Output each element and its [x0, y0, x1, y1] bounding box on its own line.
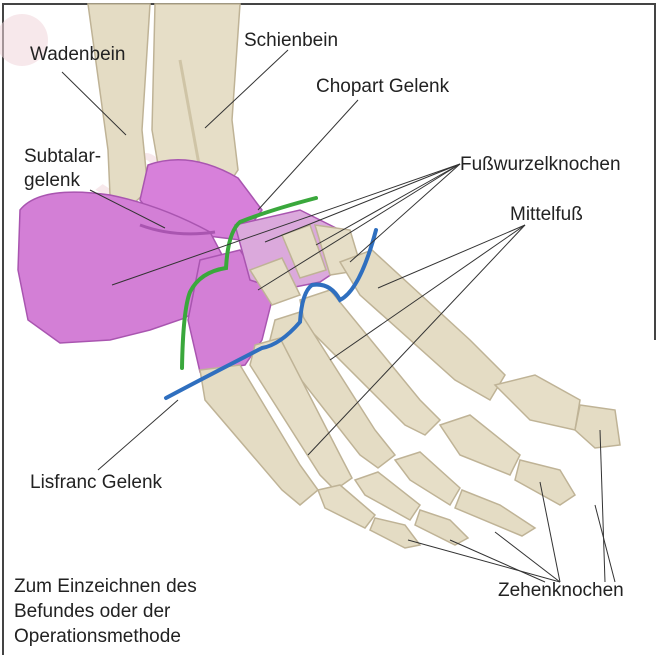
- toe-3-distal: [455, 490, 535, 536]
- toe-2-proximal: [440, 415, 520, 475]
- toe-4-distal: [415, 510, 468, 545]
- label-zehenknochen: Zehenknochen: [498, 580, 624, 602]
- leader-chopart: [258, 100, 358, 210]
- label-chopart-gelenk: Chopart Gelenk: [316, 76, 449, 98]
- leader-zehen-1: [408, 540, 560, 582]
- toe-1-proximal: [495, 375, 580, 430]
- toe-5-distal: [370, 518, 420, 548]
- leader-zehen-6: [450, 540, 545, 582]
- label-fusswurzelknochen: Fußwurzelknochen: [460, 154, 621, 176]
- toe-1-distal: [575, 405, 620, 448]
- leader-fusswurzel-4: [350, 164, 460, 262]
- label-wadenbein: Wadenbein: [30, 44, 125, 66]
- label-subtalargelenk-line2: gelenk: [24, 170, 80, 192]
- label-subtalargelenk-line1: Subtalar-: [24, 146, 101, 168]
- label-schienbein: Schienbein: [244, 30, 338, 52]
- label-lisfranc-gelenk: Lisfranc Gelenk: [30, 472, 162, 494]
- note-line-1: Zum Einzeichnen des: [14, 576, 197, 598]
- label-mittelfuss: Mittelfuß: [510, 204, 583, 226]
- leader-fusswurzel-3: [316, 164, 460, 245]
- note-line-2: Befundes oder der: [14, 601, 170, 623]
- leader-lisfranc: [98, 400, 178, 470]
- toe-2-distal: [515, 460, 575, 505]
- leader-zehen-4: [600, 430, 605, 582]
- note-line-3: Operationsmethode: [14, 626, 181, 648]
- leader-mittelfuss-1: [378, 225, 525, 288]
